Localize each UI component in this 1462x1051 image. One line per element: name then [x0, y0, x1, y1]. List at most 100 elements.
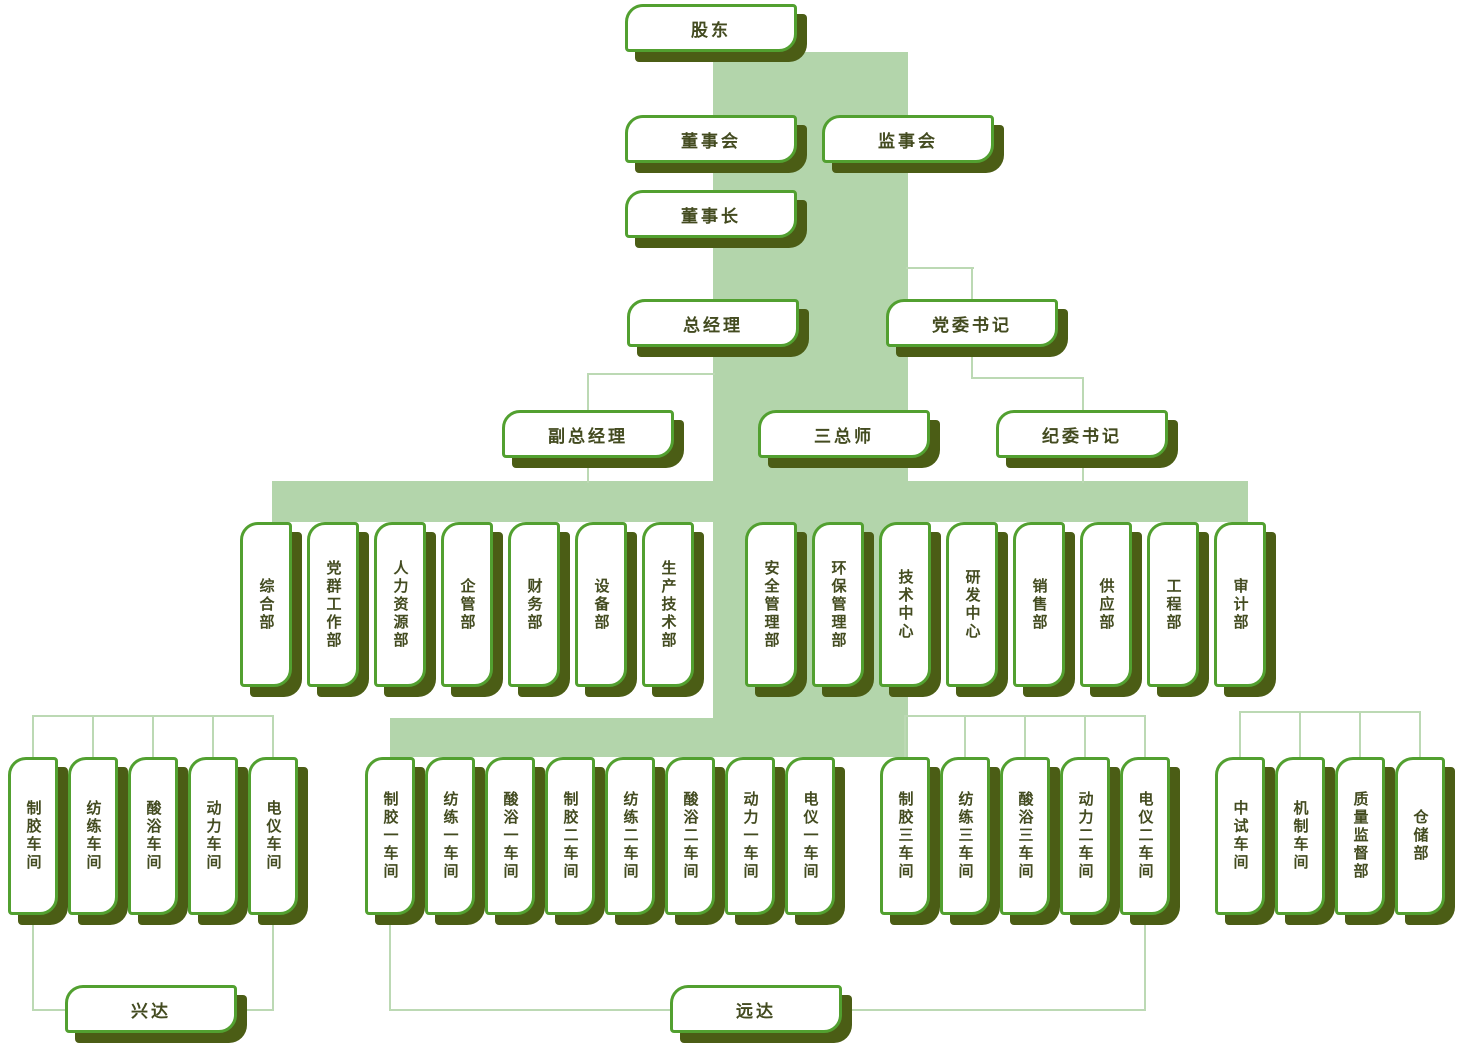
workshop-box: 电仪车间 [248, 757, 298, 915]
connector-line [1082, 456, 1084, 483]
workshop-box: 酸浴一车间 [485, 757, 535, 915]
node-label: 监事会 [878, 131, 938, 151]
workshop-box: 中试车间 [1215, 757, 1265, 915]
department-label: 生产技术部 [659, 559, 677, 650]
department-label: 财务部 [525, 577, 543, 632]
connector-line [32, 715, 34, 759]
workshop-box: 制胶一车间 [365, 757, 415, 915]
node-label: 董事会 [681, 131, 741, 151]
node-board-of-directors: 董事会 [625, 115, 797, 163]
workshop-label: 纺练一车间 [441, 791, 459, 881]
workshop-box: 纺练一车间 [425, 757, 475, 915]
department-box: 人力资源部 [374, 522, 426, 687]
department-label: 技术中心 [896, 568, 914, 641]
connector-line [971, 377, 1084, 379]
department-box: 工程部 [1147, 522, 1199, 687]
connector-line [906, 267, 974, 269]
department-box: 技术中心 [879, 522, 931, 687]
connector-line [904, 715, 906, 759]
department-box: 销售部 [1013, 522, 1065, 687]
node-deputy-general-manager: 副总经理 [502, 410, 674, 458]
node-general-manager: 总经理 [627, 299, 799, 347]
workshop-box: 纺练车间 [68, 757, 118, 915]
connector-line [971, 267, 973, 301]
node-supervisory-board: 监事会 [822, 115, 994, 163]
workshop-label: 仓储部 [1411, 809, 1429, 863]
department-box: 党群工作部 [307, 522, 359, 687]
connector-line [1144, 715, 1146, 759]
connector-line [1419, 711, 1421, 759]
department-label: 党群工作部 [324, 559, 342, 650]
node-label: 总经理 [683, 315, 743, 335]
department-label: 销售部 [1030, 577, 1048, 632]
workshop-label: 酸浴二车间 [681, 791, 699, 881]
node-party-committee-secretary: 党委书记 [886, 299, 1058, 347]
workshop-label: 电仪车间 [264, 800, 282, 872]
connector-line [212, 715, 214, 759]
workshop-box: 动力一车间 [725, 757, 775, 915]
connector-line [1082, 377, 1084, 412]
workshop-box: 酸浴车间 [128, 757, 178, 915]
node-chairman: 董事长 [625, 190, 797, 238]
node-label: 董事长 [681, 206, 741, 226]
workshop-box: 动力车间 [188, 757, 238, 915]
workshop-label: 中试车间 [1231, 800, 1249, 872]
department-label: 人力资源部 [391, 559, 409, 650]
node-label: 股东 [691, 20, 731, 40]
connector-line [272, 715, 274, 759]
workshop-box: 制胶二车间 [545, 757, 595, 915]
connector-line [587, 373, 589, 412]
department-label: 研发中心 [963, 568, 981, 641]
workshop-label: 酸浴一车间 [501, 791, 519, 881]
connector-line [92, 715, 94, 759]
department-label: 审计部 [1231, 577, 1249, 632]
department-label: 企管部 [458, 577, 476, 632]
workshop-label: 制胶车间 [24, 800, 42, 872]
department-box: 设备部 [575, 522, 627, 687]
workshop-label: 酸浴车间 [144, 800, 162, 872]
workshop-box: 酸浴二车间 [665, 757, 715, 915]
workshop-box: 纺练二车间 [605, 757, 655, 915]
connector-line [1239, 711, 1241, 759]
connector-line [587, 456, 589, 483]
department-box: 生产技术部 [642, 522, 694, 687]
connector-line [1084, 715, 1086, 759]
subsidiary-xingda: 兴达 [65, 985, 237, 1033]
connector-line [389, 915, 391, 1011]
department-box: 供应部 [1080, 522, 1132, 687]
workshop-box: 纺练三车间 [940, 757, 990, 915]
department-box: 研发中心 [946, 522, 998, 687]
subsidiary-label: 兴达 [131, 1001, 171, 1021]
subsidiary-label: 远达 [736, 1001, 776, 1021]
connector-line [588, 373, 715, 375]
workshop-box: 动力二车间 [1060, 757, 1110, 915]
workshop-label: 制胶一车间 [381, 791, 399, 881]
workshop-label: 制胶三车间 [896, 791, 914, 881]
workshop-label: 动力一车间 [741, 791, 759, 881]
department-box: 综合部 [240, 522, 292, 687]
workshop-label: 电仪一车间 [801, 791, 819, 881]
node-discipline-committee-secretary: 纪委书记 [996, 410, 1168, 458]
node-shareholders: 股东 [625, 4, 797, 52]
connector-line [1359, 711, 1361, 759]
department-label: 综合部 [257, 577, 275, 632]
connector-line [272, 915, 274, 1011]
department-label: 设备部 [592, 577, 610, 632]
node-label: 党委书记 [932, 315, 1012, 335]
workshops-band [390, 718, 845, 757]
workshop-label: 纺练车间 [84, 800, 102, 872]
connector-line [964, 715, 966, 759]
department-box: 企管部 [441, 522, 493, 687]
workshop-label: 电仪二车间 [1136, 791, 1154, 881]
workshop-box: 制胶车间 [8, 757, 58, 915]
workshop-label: 制胶二车间 [561, 791, 579, 881]
connector-line [1024, 715, 1026, 759]
department-box: 安全管理部 [745, 522, 797, 687]
connector-line [1299, 711, 1301, 759]
workshop-label: 酸浴三车间 [1016, 791, 1034, 881]
node-three-chief-engineers: 三总师 [758, 410, 930, 458]
node-label: 纪委书记 [1042, 426, 1122, 446]
department-box: 财务部 [508, 522, 560, 687]
connector-line [971, 347, 973, 379]
